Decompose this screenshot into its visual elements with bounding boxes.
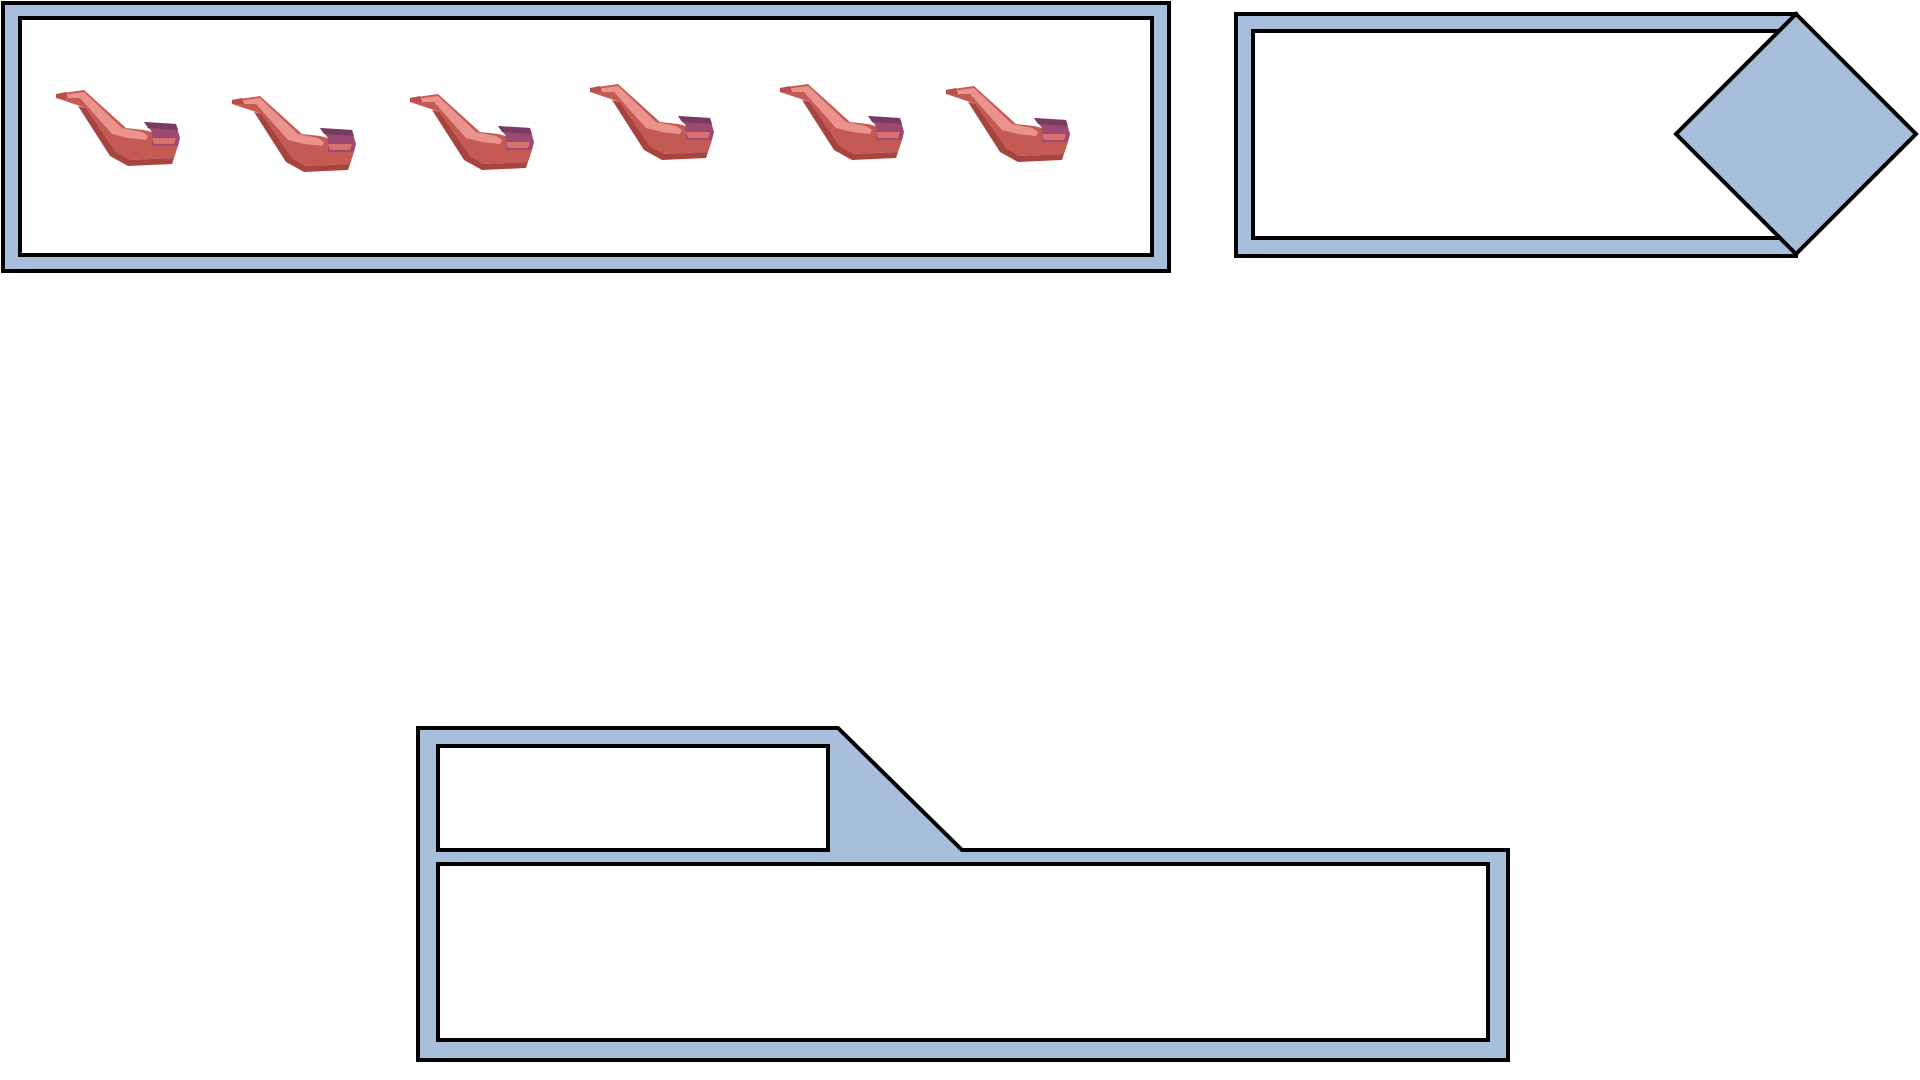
folder-panel	[416, 726, 1510, 1062]
diamond-shape	[1673, 11, 1919, 257]
pipe-panel	[1, 1, 1171, 273]
pipe-panel-inner-area	[18, 16, 1154, 257]
folder-body-inner-area	[436, 862, 1490, 1042]
folder-tab-inner-area	[436, 744, 830, 852]
diamond-panel	[1234, 11, 1919, 258]
